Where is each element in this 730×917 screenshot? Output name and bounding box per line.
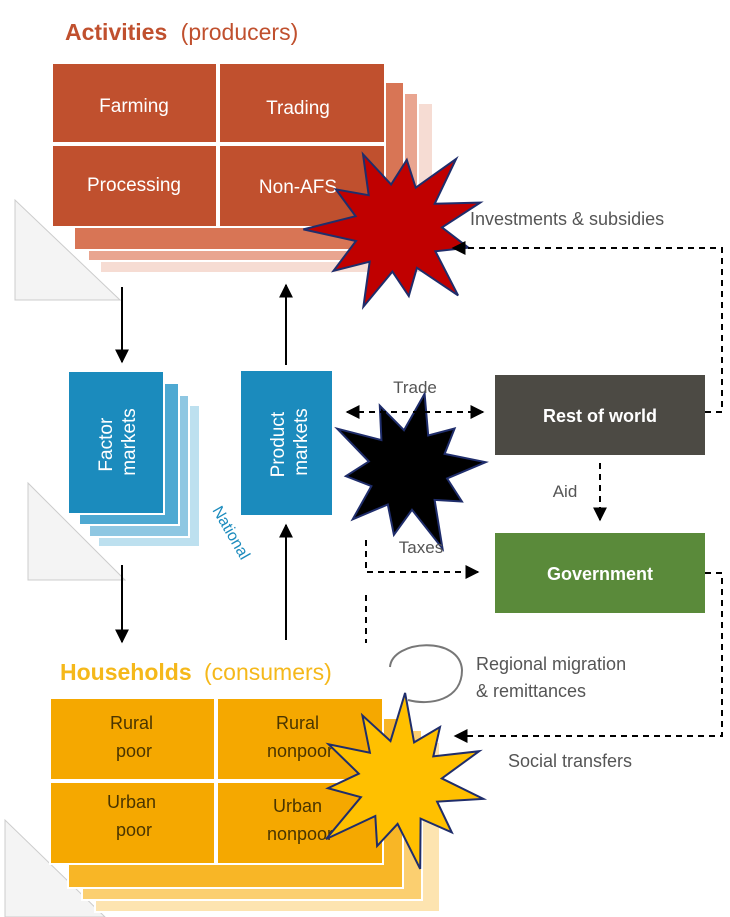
cell-processing [51, 144, 218, 228]
product-label-line1: Product [268, 411, 289, 477]
urban-poor-label: Urban poor [107, 792, 161, 840]
dashed-arrows [345, 241, 723, 743]
households-title-sub: (consumers) [204, 659, 332, 685]
processing-label: Processing [87, 175, 181, 196]
government-box [495, 533, 705, 613]
rest-of-world-label: Rest of world [543, 406, 657, 426]
factor-markets-label: Factor markets [96, 408, 140, 476]
cell-rural-poor [49, 697, 216, 781]
investments-label: Investments & subsidies [470, 209, 664, 229]
shock-starburst-black [334, 390, 489, 553]
urban-poor-line2: poor [116, 820, 152, 840]
households-title: Households (consumers) [60, 659, 332, 685]
urban-nonpoor-line1: Urban [273, 796, 322, 816]
shadow-triangle [27, 481, 127, 581]
factor-markets-box [67, 370, 165, 515]
households-block: Rural poor Rural nonpoor Urban poor Urba… [4, 697, 441, 917]
rural-poor-line2: poor [116, 741, 152, 761]
shock-starburst-red [303, 151, 484, 311]
product-markets-label: Product markets [268, 407, 312, 478]
urban-nonpoor-line2: nonpoor [267, 824, 333, 844]
shock-starburst-yellow [325, 692, 488, 870]
urban-poor-line1: Urban [107, 792, 156, 812]
social-transfers-label: Social transfers [508, 751, 632, 771]
solid-arrows [115, 283, 293, 644]
shadow-triangle [14, 198, 122, 301]
rural-poor-label: Rural poor [110, 713, 158, 761]
factor-label-line2: markets [119, 408, 140, 476]
government-label: Government [547, 564, 653, 584]
arrow-investments [451, 241, 723, 413]
non-afs-label: Non-AFS [259, 177, 337, 198]
cell-trading [218, 62, 386, 144]
households-title-main: Households [60, 659, 192, 685]
activities-title: Activities (producers) [65, 19, 298, 45]
cell-urban-poor [49, 781, 216, 865]
product-markets-block: Product markets [239, 369, 334, 517]
migration-label-line2: & remittances [476, 681, 586, 701]
trading-label: Trading [266, 98, 330, 119]
rural-nonpoor-line1: Rural [276, 713, 319, 733]
activities-title-sub: (producers) [181, 19, 299, 45]
factor-label-line1: Factor [96, 417, 117, 472]
factor-markets-block: Factor markets [27, 370, 201, 581]
product-label-line2: markets [291, 408, 312, 476]
arrow-social-transfers [453, 572, 723, 743]
taxes-label: Taxes [399, 538, 443, 557]
rural-nonpoor-label: Rural nonpoor [267, 713, 333, 761]
rest-of-world-box [495, 375, 705, 455]
cell-farming [51, 62, 218, 144]
activities-title-main: Activities [65, 19, 167, 45]
aid-label: Aid [553, 482, 578, 501]
farming-label: Farming [99, 96, 169, 117]
migration-loop-arrow [389, 644, 464, 704]
urban-nonpoor-label: Urban nonpoor [267, 796, 333, 844]
rural-poor-line1: Rural [110, 713, 153, 733]
shadow-triangle [4, 818, 106, 917]
rural-nonpoor-line2: nonpoor [267, 741, 333, 761]
migration-label-line1: Regional migration [476, 654, 626, 674]
product-markets-box [239, 369, 334, 517]
trade-label: Trade [393, 378, 437, 397]
